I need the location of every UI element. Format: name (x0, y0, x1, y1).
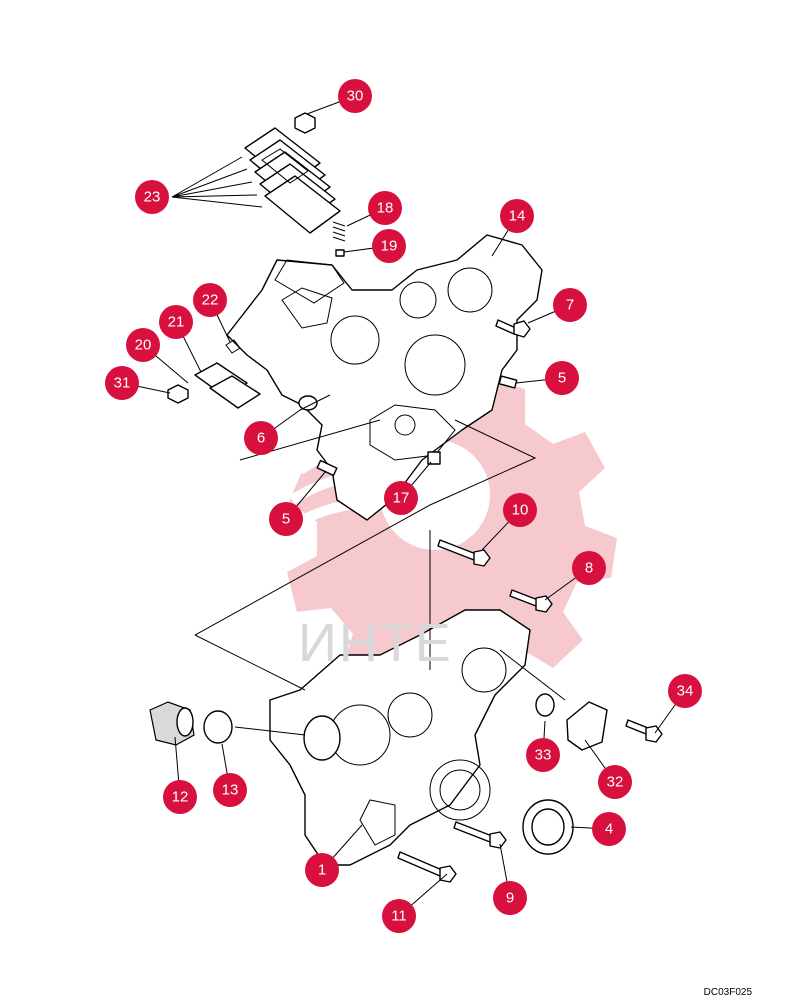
svg-text:7: 7 (566, 297, 574, 314)
svg-text:13: 13 (222, 782, 239, 799)
callout-33[interactable]: 33 (526, 738, 560, 772)
callout-7[interactable]: 7 (553, 288, 587, 322)
nut (294, 112, 316, 134)
svg-text:18: 18 (377, 200, 394, 217)
svg-text:34: 34 (677, 683, 694, 700)
svg-text:32: 32 (607, 774, 624, 791)
o-ring (203, 710, 233, 744)
svg-text:4: 4 (605, 821, 613, 838)
pin (335, 249, 345, 257)
svg-text:21: 21 (168, 314, 185, 331)
watermark-text: ИНТЕ (298, 613, 453, 673)
callout-5[interactable]: 5 (269, 502, 303, 536)
cover-plate (167, 339, 261, 409)
callout-31[interactable]: 31 (105, 366, 139, 400)
bolt (437, 539, 491, 567)
oil-filler-cap (149, 701, 195, 746)
svg-text:23: 23 (144, 189, 161, 206)
callout-11[interactable]: 11 (382, 899, 416, 933)
svg-text:20: 20 (135, 337, 152, 354)
callout-30[interactable]: 30 (338, 79, 372, 113)
gasket-stack (244, 127, 341, 234)
svg-text:12: 12 (172, 789, 189, 806)
callout-22[interactable]: 22 (193, 283, 227, 317)
svg-text:5: 5 (282, 511, 290, 528)
callout-13[interactable]: 13 (213, 773, 247, 807)
dowel-pin (498, 375, 518, 389)
svg-text:17: 17 (393, 490, 410, 507)
svg-text:6: 6 (257, 430, 265, 447)
filler-neck (303, 715, 341, 761)
o-ring (535, 693, 555, 717)
svg-text:8: 8 (585, 560, 593, 577)
bolt (453, 821, 507, 849)
callout-9[interactable]: 9 (493, 881, 527, 915)
svg-text:14: 14 (509, 208, 526, 225)
callout-12[interactable]: 12 (163, 780, 197, 814)
svg-text:5: 5 (558, 370, 566, 387)
callout-23[interactable]: 23 (135, 180, 169, 214)
callout-5[interactable]: 5 (545, 361, 579, 395)
bolt (509, 589, 553, 613)
spring (332, 221, 346, 242)
svg-text:33: 33 (535, 747, 552, 764)
plug (427, 451, 441, 465)
oil-seal (522, 799, 574, 855)
callout-10[interactable]: 10 (503, 493, 537, 527)
callout-18[interactable]: 18 (368, 191, 402, 225)
svg-text:22: 22 (202, 292, 219, 309)
svg-text:30: 30 (347, 88, 364, 105)
bolt (495, 319, 531, 338)
callout-20[interactable]: 20 (126, 328, 160, 362)
callout-32[interactable]: 32 (598, 765, 632, 799)
svg-text:1: 1 (318, 862, 326, 879)
drawing-code: DC03F025 (703, 987, 752, 998)
svg-text:11: 11 (391, 908, 407, 925)
callout-6[interactable]: 6 (244, 421, 278, 455)
callout-21[interactable]: 21 (159, 305, 193, 339)
gear-case-upper (226, 234, 543, 521)
bolt (397, 851, 457, 883)
callout-8[interactable]: 8 (572, 551, 606, 585)
svg-text:19: 19 (381, 238, 398, 255)
o-ring (298, 395, 318, 411)
callout-34[interactable]: 34 (668, 674, 702, 708)
bolt (625, 719, 663, 743)
svg-text:31: 31 (114, 375, 131, 392)
callout-19[interactable]: 19 (372, 229, 406, 263)
callout-17[interactable]: 17 (384, 481, 418, 515)
svg-text:10: 10 (512, 502, 529, 519)
callout-14[interactable]: 14 (500, 199, 534, 233)
svg-text:9: 9 (506, 890, 514, 907)
callout-4[interactable]: 4 (592, 812, 626, 846)
cover-plate (566, 701, 608, 751)
callout-1[interactable]: 1 (305, 853, 339, 887)
